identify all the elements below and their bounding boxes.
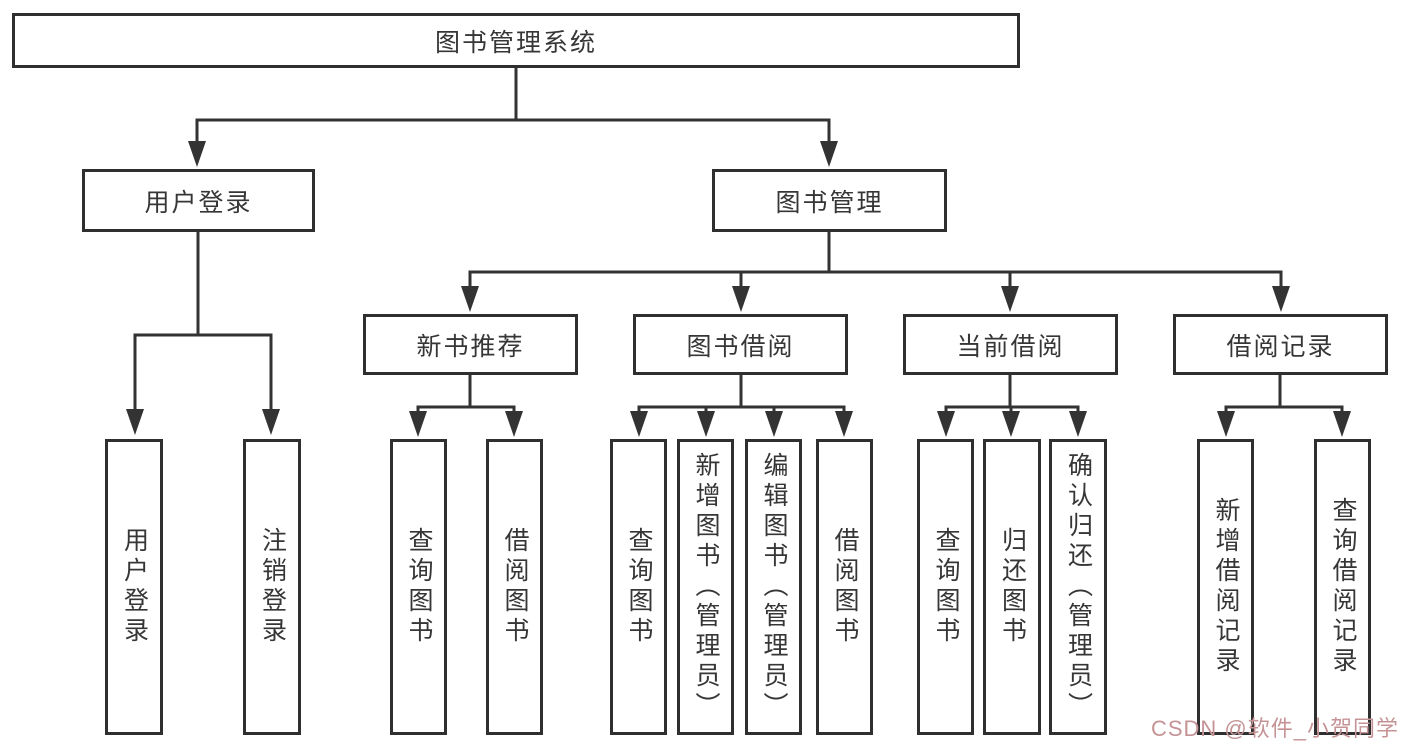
leaf-edit-books-admin: 编辑图书（管理员） [745, 439, 802, 735]
leaf-confirm-return-admin: 确认归还（管理员） [1049, 439, 1107, 735]
leaf-query-books-borrow: 查询图书 [610, 439, 667, 735]
leaf-borrow-books: 借阅图书 [816, 439, 873, 735]
leaf-query-books-current: 查询图书 [917, 439, 974, 735]
node-book-borrow: 图书借阅 [633, 314, 848, 375]
csdn-watermark: CSDN @软件_小贺同学 [1150, 716, 1399, 741]
leaf-borrow-books-recommend: 借阅图书 [486, 439, 543, 735]
node-library-management-system: 图书管理系统 [12, 13, 1020, 68]
leaf-add-borrow-record: 新增借阅记录 [1197, 439, 1254, 735]
node-book-management: 图书管理 [712, 169, 947, 232]
leaf-query-borrow-record: 查询借阅记录 [1314, 439, 1371, 735]
node-new-book-recommend: 新书推荐 [363, 314, 578, 375]
leaf-logout: 注销登录 [243, 439, 301, 735]
leaf-return-books: 归还图书 [983, 439, 1041, 735]
leaf-query-books-recommend: 查询图书 [390, 439, 447, 735]
node-user-login: 用户登录 [82, 169, 315, 232]
node-borrow-records: 借阅记录 [1173, 314, 1388, 375]
leaf-add-books-admin: 新增图书（管理员） [677, 439, 734, 735]
node-current-borrow: 当前借阅 [903, 314, 1118, 375]
leaf-user-login: 用户登录 [105, 439, 163, 735]
